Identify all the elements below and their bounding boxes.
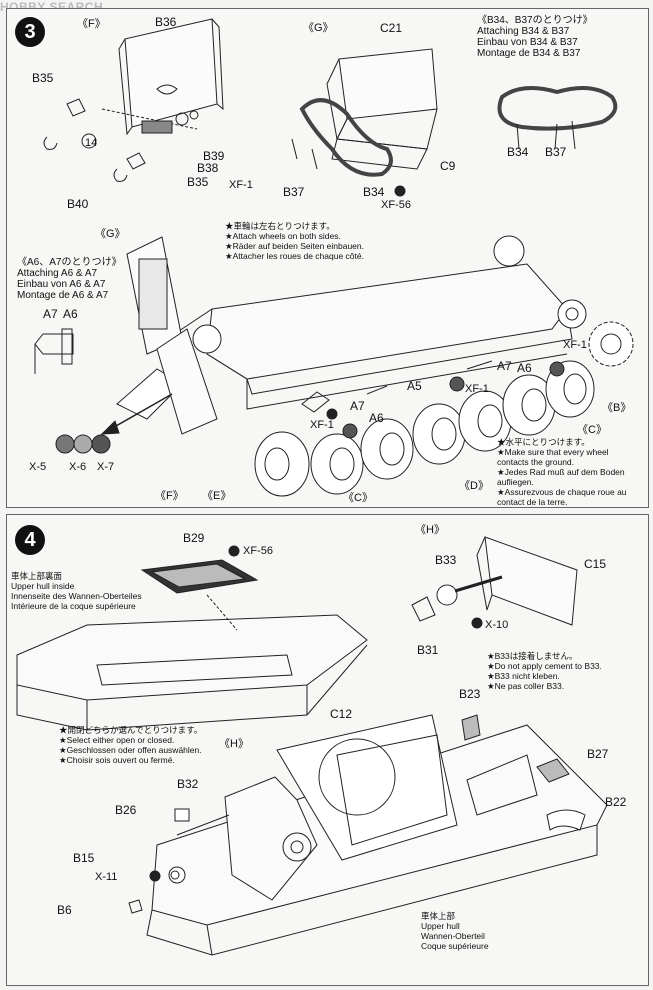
label-c12: C12 [330, 707, 353, 721]
label-b15: B15 [73, 851, 95, 865]
label-xf1: XF-1 [229, 179, 253, 191]
label-b35-b: B35 [187, 175, 209, 189]
label-b6: B6 [57, 903, 72, 917]
attach-b34-header: 《B34、B37のとりつけ》Attaching B34 & B37 Einbau… [477, 15, 593, 59]
label-b32: B32 [177, 777, 199, 791]
label-b38: B38 [197, 161, 219, 175]
step-3-drawing [34, 18, 634, 497]
step-number: 3 [15, 17, 45, 47]
label-xf1-b: XF-1 [310, 419, 334, 431]
label-x10: X-10 [485, 619, 509, 631]
label-c-2: 《C》 [343, 492, 373, 504]
label-xf56: XF-56 [243, 545, 273, 557]
wheels-note: ★車輪は左右とりつけます。★Attach wheels on both side… [225, 221, 365, 261]
label-b: 《B》 [602, 402, 632, 414]
attach-a6-header: 《A6、A7のとりつけ》Attaching A6 & A7 Einbau von… [17, 257, 122, 301]
label-b40: B40 [67, 197, 89, 211]
label-h-2: 《H》 [219, 738, 249, 750]
label-c9: C9 [440, 159, 456, 173]
label-b26: B26 [115, 803, 137, 817]
label-b37-b: B37 [545, 145, 567, 159]
label-xf1-c: XF-1 [465, 383, 489, 395]
label-b29: B29 [183, 531, 205, 545]
hatch-note: ★開閉どちらか選んでとりつけます。★Select either open or … [59, 725, 203, 765]
label-x11: X-11 [95, 871, 118, 883]
label-xf56: XF-56 [381, 199, 411, 211]
ground-note: ★水平にとりつけます。★Make sure that every wheel c… [497, 437, 627, 507]
label-b33: B33 [435, 553, 457, 567]
label-b31: B31 [417, 643, 439, 657]
label-a6-b: A6 [369, 411, 384, 425]
label-x5: X-5 [29, 461, 47, 473]
label-a7-b: A7 [350, 399, 365, 413]
label-b35-a: B35 [32, 71, 54, 85]
step-3-panel: 3 《F》 B36 《G》 C21 B35 14 B39 B38 B35 XF-… [6, 8, 649, 508]
label-a7-c: A7 [497, 359, 512, 373]
label-b34-b: B34 [507, 145, 529, 159]
label-d: 《D》 [459, 480, 489, 492]
step-4-drawing [16, 536, 608, 956]
label-a6-c: A6 [517, 361, 532, 375]
label-e: 《E》 [202, 490, 232, 502]
label-14: 14 [85, 137, 98, 149]
label-x6: X-6 [69, 461, 87, 473]
label-f-2: 《F》 [155, 490, 184, 502]
label-f: 《F》 [77, 18, 106, 30]
label-b27: B27 [587, 747, 609, 761]
label-c21: C21 [380, 21, 403, 35]
label-a6-a: A6 [63, 307, 78, 321]
label-c-1: 《C》 [577, 424, 607, 436]
label-h: 《H》 [415, 524, 445, 536]
label-g-2: 《G》 [95, 228, 126, 240]
step-number: 4 [15, 525, 45, 555]
label-b23: B23 [459, 687, 481, 701]
label-g: 《G》 [303, 22, 334, 34]
label-c15: C15 [584, 557, 607, 571]
label-a7-a: A7 [43, 307, 58, 321]
label-b37: B37 [283, 185, 305, 199]
label-xf1-d: XF-1 [563, 339, 587, 351]
label-x7: X-7 [97, 461, 115, 473]
label-a5: A5 [407, 379, 422, 393]
b33-note: ★B33は接着しません。★Do not apply cement to B33.… [487, 651, 602, 691]
label-b36: B36 [155, 15, 177, 29]
label-b39: B39 [203, 149, 225, 163]
label-b22: B22 [605, 795, 627, 809]
label-b34: B34 [363, 185, 385, 199]
